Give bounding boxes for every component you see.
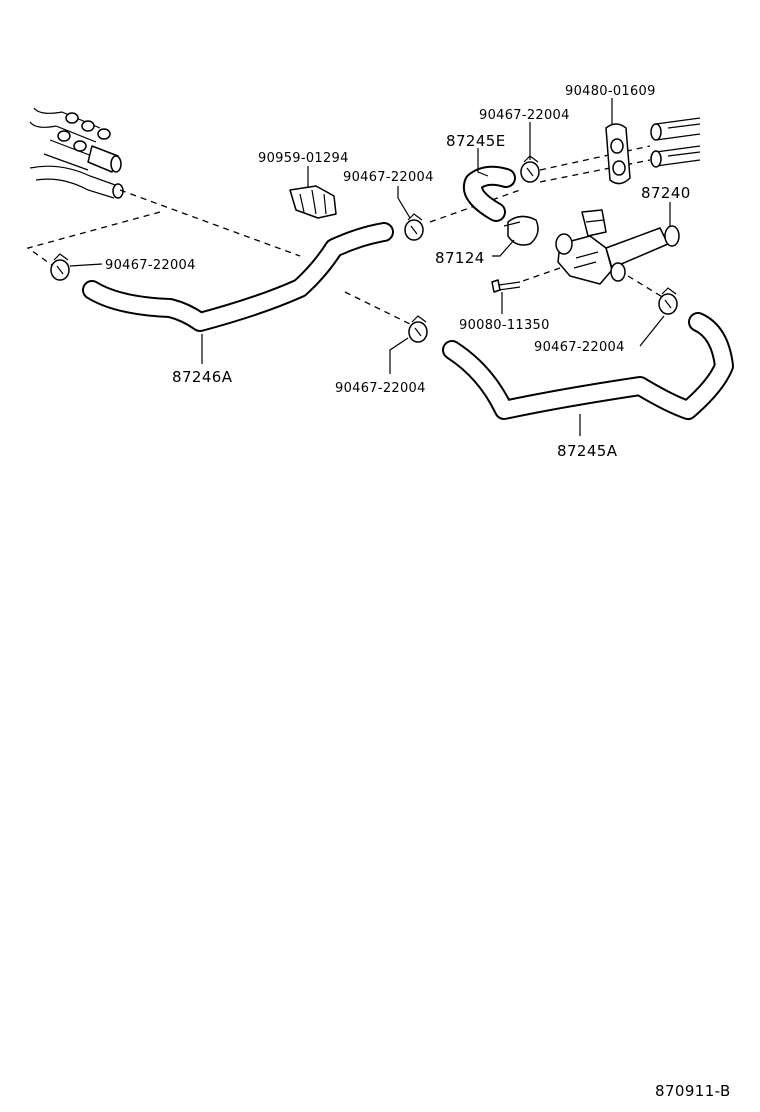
label-90467-22004-left: 90467-22004 [105, 258, 196, 273]
diagram-code: 870911-B [655, 1082, 731, 1100]
part-labels: 90480-01609 90467-22004 87245E 90959-012… [105, 84, 691, 460]
label-87245A: 87245A [557, 442, 618, 460]
hose-clamp-center [408, 315, 428, 343]
bolt-90080-11350 [491, 279, 521, 293]
label-90467-22004-mid: 90467-22004 [343, 170, 434, 185]
hose-clamp-right [658, 287, 678, 315]
label-90480-01609: 90480-01609 [565, 84, 656, 99]
hose-clamp-top [520, 155, 540, 183]
label-90467-22004-center: 90467-22004 [335, 381, 426, 396]
hose-87246A [82, 222, 394, 332]
leader-lines [69, 98, 671, 436]
hose-clamp-left [50, 253, 70, 281]
label-87240: 87240 [641, 184, 691, 202]
label-87245E: 87245E [446, 132, 506, 150]
label-90080-11350: 90080-11350 [459, 318, 550, 333]
label-90959-01294: 90959-01294 [258, 151, 349, 166]
label-87246A: 87246A [172, 368, 233, 386]
clip-87124 [503, 215, 539, 246]
hose-clamp-mid [404, 213, 424, 241]
label-87124: 87124 [435, 249, 485, 267]
hose-87245E [463, 165, 516, 222]
clamp-90959-01294 [289, 185, 337, 219]
heater-pipes-right [650, 117, 701, 168]
grommet-90480-01609 [605, 123, 631, 185]
water-valve-87240 [555, 209, 680, 285]
label-90467-22004-top: 90467-22004 [479, 108, 570, 123]
engine-pipe-connections [29, 107, 124, 199]
label-90467-22004-right: 90467-22004 [534, 340, 625, 355]
hose-87245A [442, 312, 734, 420]
